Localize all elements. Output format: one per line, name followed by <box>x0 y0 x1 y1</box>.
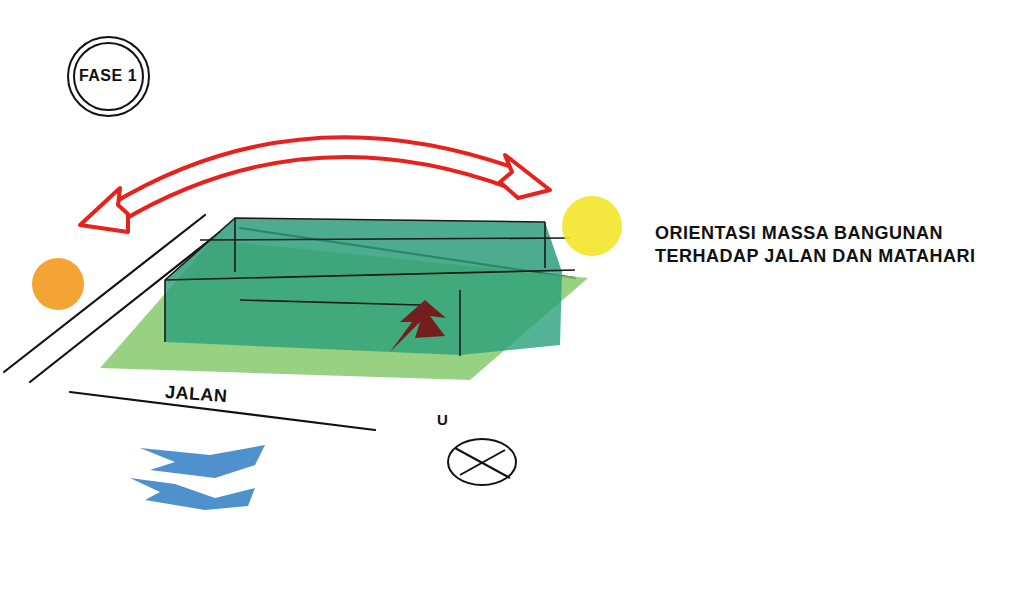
sun-west <box>32 258 84 310</box>
inner-ring <box>74 43 143 110</box>
entrance-arrow <box>390 300 446 352</box>
north-mark: U <box>437 410 448 430</box>
sun-east <box>562 196 622 256</box>
orientation-note: ORIENTASI MASSA BANGUNAN TERHADAP JALAN … <box>655 222 985 269</box>
sun-path-arrow <box>80 137 550 232</box>
building-front <box>165 272 562 355</box>
outer-ring <box>68 37 149 116</box>
compass-symbol <box>448 439 516 485</box>
building-edges <box>165 218 575 356</box>
phase-label: FASE 1 <box>79 67 137 85</box>
phase-badge: FASE 1 <box>70 38 147 115</box>
access-chevrons <box>130 445 265 510</box>
road-label: JALAN <box>164 381 228 409</box>
road-lines <box>4 215 575 430</box>
